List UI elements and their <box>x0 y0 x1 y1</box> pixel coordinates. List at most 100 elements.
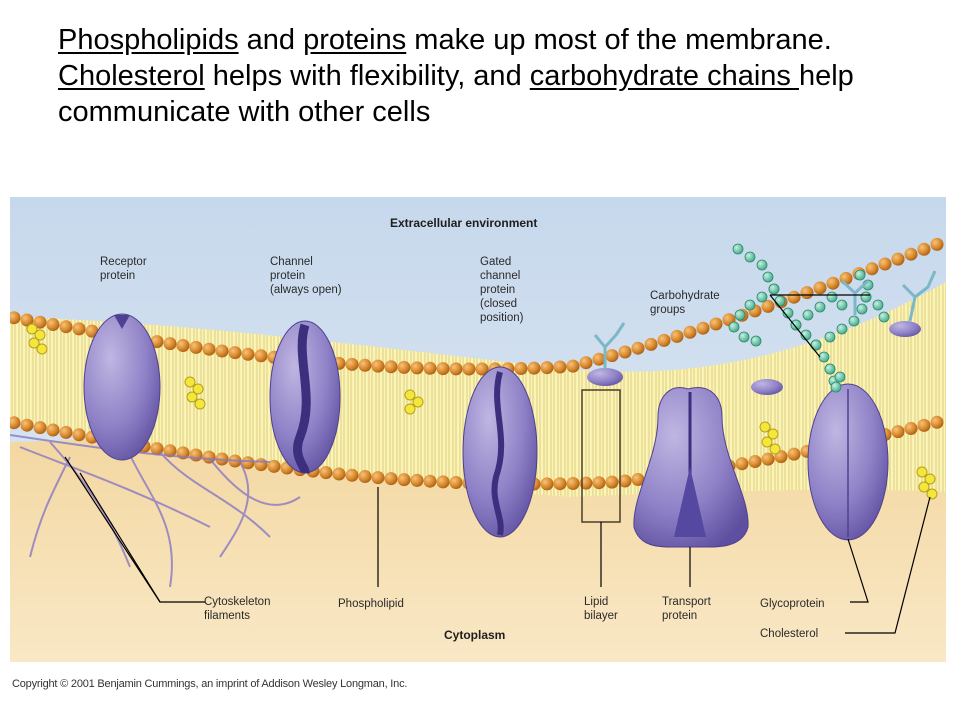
phospholipid-head <box>462 362 476 376</box>
phospholipid-head <box>33 315 47 329</box>
phospholipid-head <box>878 257 892 271</box>
label-line-channel: Channel <box>270 256 313 268</box>
phospholipid-head <box>319 466 333 480</box>
label-line-cyto: Cytoskeleton <box>204 596 270 608</box>
phospholipid-head <box>579 356 593 370</box>
label-line-lipid: Lipid <box>584 596 608 608</box>
phospholipid-head <box>930 415 944 429</box>
phospholipid-head <box>748 455 762 468</box>
phospholipid-head <box>527 361 541 375</box>
sugar-bead <box>836 299 848 311</box>
label-line-cyto: filaments <box>204 610 250 622</box>
phospholipid-head <box>10 416 21 430</box>
receptor-protein <box>83 313 161 461</box>
label-receptor-protein: Receptor protein <box>100 256 147 282</box>
sugar-bead <box>854 269 866 281</box>
peripheral-protein <box>751 379 783 395</box>
sugar-bead <box>802 309 814 321</box>
label-line-receptor: protein <box>100 270 135 282</box>
sugar-bead <box>878 311 890 323</box>
phospholipid-head <box>345 468 359 482</box>
phospholipid-head <box>423 361 437 375</box>
phospholipid-head <box>423 474 437 488</box>
sugar-bead <box>744 251 756 263</box>
phospholipid-head <box>72 428 86 442</box>
phospholipid-head <box>618 345 632 359</box>
phospholipid-head <box>254 458 268 472</box>
cytoskeleton-filaments <box>10 434 301 588</box>
phospholipid-head <box>267 459 281 473</box>
phospholipid-head <box>891 425 905 439</box>
phospholipid-head <box>436 362 450 376</box>
label-line-gated: protein <box>480 284 515 296</box>
sugar-bead <box>826 291 838 303</box>
sugar-bead <box>824 363 836 375</box>
term-proteins: proteins <box>303 24 407 56</box>
phospholipid-head <box>592 352 606 366</box>
phospholipid-head <box>46 423 60 437</box>
label-cytoskeleton-filaments: Cytoskeleton filaments <box>204 596 270 622</box>
gated-channel-protein <box>462 366 538 538</box>
phospholipid-head <box>475 362 489 376</box>
sugar-bead <box>824 331 836 343</box>
membrane-diagram: Extracellular environment Cytoplasm Rece… <box>10 197 946 662</box>
phospholipid-head <box>241 456 255 470</box>
peripheral-protein <box>587 368 623 386</box>
phospholipid-head <box>917 418 931 432</box>
sugar-bead <box>744 299 756 311</box>
sugar-bead <box>836 323 848 335</box>
label-line-carb: Carbohydrate <box>650 290 720 302</box>
sugar-bead <box>756 291 768 303</box>
phospholipid-head <box>761 452 775 466</box>
label-extracellular-environment: Extracellular environment <box>390 216 537 230</box>
phospholipid-head <box>371 359 385 373</box>
phospholipid-head <box>397 473 411 487</box>
phospholipid-head <box>371 471 385 485</box>
phospholipid-head <box>709 317 723 331</box>
phospholipid-head <box>358 358 372 372</box>
phospholipid-head <box>631 473 645 486</box>
phospholipid-head <box>540 477 554 491</box>
label-cytoplasm: Cytoplasm <box>444 628 505 642</box>
phospholipid-head <box>384 360 398 374</box>
term-phospholipids: Phospholipids <box>58 24 239 56</box>
label-cholesterol: Cholesterol <box>760 628 818 640</box>
sugar-bead <box>774 295 786 307</box>
glycolipid-carbohydrates <box>593 270 937 369</box>
phospholipid-head <box>163 337 177 351</box>
phospholipid-head <box>618 474 632 488</box>
phospholipid-head <box>904 247 918 261</box>
phospholipid-head <box>930 237 944 251</box>
phospholipid-head <box>670 329 684 343</box>
phospholipid-head <box>865 262 879 276</box>
label-glycoprotein: Glycoprotein <box>760 598 825 610</box>
phospholipid-head <box>254 349 268 363</box>
leader-lines <box>64 294 931 634</box>
phospholipid-head <box>345 357 359 371</box>
label-line-gated: Gated <box>480 256 511 268</box>
phospholipid-head <box>540 361 554 375</box>
phospholipid-head <box>800 286 814 300</box>
phospholipid-head <box>410 473 424 487</box>
sugar-bead <box>750 335 762 347</box>
phospholipid-head <box>150 335 164 349</box>
phospholipid-head <box>514 362 528 375</box>
phospholipid-head <box>20 313 34 327</box>
label-line-channel: protein <box>270 270 305 282</box>
copyright-notice: Copyright © 2001 Benjamin Cummings, an i… <box>12 678 408 690</box>
phospholipid-head <box>176 339 190 352</box>
sugar-bead <box>856 303 868 315</box>
sugar-bead <box>790 319 802 331</box>
sugar-bead <box>756 259 768 271</box>
sugar-bead <box>762 271 774 283</box>
label-line-transport: protein <box>662 610 697 622</box>
phospholipid-head <box>332 467 346 481</box>
phospholipid-head <box>449 476 463 489</box>
phospholipid-head <box>20 418 34 432</box>
phospholipid-head <box>241 347 255 361</box>
label-line-receptor: Receptor <box>100 256 147 268</box>
phospholipid-head <box>566 359 580 373</box>
